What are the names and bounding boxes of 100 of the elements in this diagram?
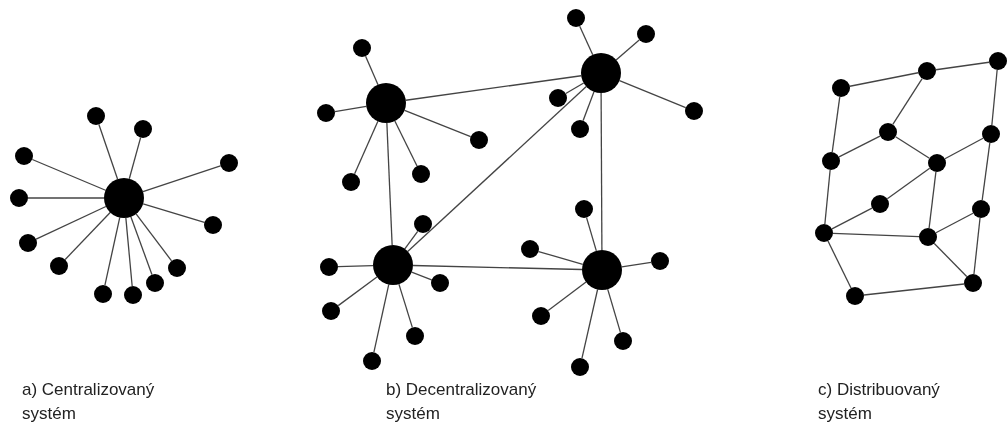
network-node: [50, 257, 68, 275]
network-node: [363, 352, 381, 370]
network-node: [124, 286, 142, 304]
connector-line: [364, 55, 379, 86]
network-node: [353, 39, 371, 57]
network-node: [317, 104, 335, 122]
network-node: [521, 240, 539, 258]
network-node: [989, 52, 1007, 70]
connector-line: [600, 92, 603, 251]
connector-line: [935, 212, 974, 234]
connector-line: [991, 69, 998, 126]
connector-line: [621, 261, 652, 268]
network-node: [87, 107, 105, 125]
network-node: [928, 154, 946, 172]
network-node: [19, 234, 37, 252]
connector-line: [128, 137, 142, 180]
network-node: [470, 131, 488, 149]
connector-line: [547, 281, 587, 312]
network-node: [964, 274, 982, 292]
network-node: [15, 147, 33, 165]
connector-line: [832, 232, 920, 238]
network-node: [567, 9, 585, 27]
connector-line: [894, 136, 931, 159]
connector-line: [607, 288, 622, 333]
network-node: [320, 258, 338, 276]
network-node: [575, 200, 593, 218]
hub-node: [582, 250, 622, 290]
connector-line: [863, 283, 965, 296]
panel-caption: b) Decentralizovaný systém: [386, 379, 538, 425]
network-node: [549, 89, 567, 107]
connector-line: [892, 77, 923, 126]
connector-line: [337, 265, 374, 268]
connector-line: [412, 264, 583, 271]
panel-caption: a) Centralizovaný systém: [22, 379, 156, 425]
connector-line: [98, 123, 119, 180]
network-node: [972, 200, 990, 218]
network-node: [414, 215, 432, 233]
network-node: [982, 125, 1000, 143]
connector-line: [405, 75, 582, 101]
connector-line: [582, 91, 595, 122]
network-node: [431, 274, 449, 292]
connector-line: [538, 250, 584, 266]
network-node: [637, 25, 655, 43]
connector-line: [827, 240, 852, 289]
network-node: [134, 120, 152, 138]
hub-node: [581, 53, 621, 93]
network-node: [10, 189, 28, 207]
network-node: [815, 224, 833, 242]
network-node: [342, 173, 360, 191]
connector-line: [886, 167, 931, 200]
network-node: [571, 120, 589, 138]
connector-line: [404, 230, 419, 250]
connector-line: [27, 197, 105, 199]
hub-node: [104, 178, 144, 218]
connector-line: [35, 205, 107, 240]
connector-line: [585, 217, 597, 252]
connector-line: [125, 217, 133, 287]
connector-line: [334, 105, 367, 113]
connector-line: [981, 142, 991, 201]
connector-line: [618, 79, 687, 109]
connector-line: [831, 207, 873, 230]
network-node: [871, 195, 889, 213]
connector-line: [354, 120, 379, 175]
network-node: [532, 307, 550, 325]
network-node: [412, 165, 430, 183]
connector-line: [135, 213, 173, 262]
connector-line: [973, 217, 981, 275]
connector-line: [403, 109, 472, 138]
connector-line: [104, 216, 121, 286]
network-node: [168, 259, 186, 277]
network-node: [614, 332, 632, 350]
hub-node: [373, 245, 413, 285]
network-node: [220, 154, 238, 172]
network-node: [919, 228, 937, 246]
network-node: [846, 287, 864, 305]
hub-node: [366, 83, 406, 123]
connector-line: [386, 122, 393, 246]
connector-line: [407, 85, 587, 253]
connector-line: [849, 72, 919, 87]
network-node: [879, 123, 897, 141]
network-node: [832, 79, 850, 97]
network-node: [146, 274, 164, 292]
connector-line: [565, 82, 585, 95]
network-node: [651, 252, 669, 270]
network-node: [822, 152, 840, 170]
network-node: [204, 216, 222, 234]
connector-line: [579, 25, 594, 56]
network-node: [685, 102, 703, 120]
connector-line: [838, 135, 881, 158]
network-node: [94, 285, 112, 303]
connector-line: [824, 169, 831, 225]
connector-line: [337, 276, 378, 307]
connector-line: [64, 211, 111, 261]
connector-line: [130, 216, 153, 276]
connector-line: [615, 39, 640, 61]
network-node: [918, 62, 936, 80]
network-node: [571, 358, 589, 376]
connector-line: [933, 242, 968, 278]
connector-line: [398, 283, 413, 329]
connector-line: [142, 203, 206, 224]
